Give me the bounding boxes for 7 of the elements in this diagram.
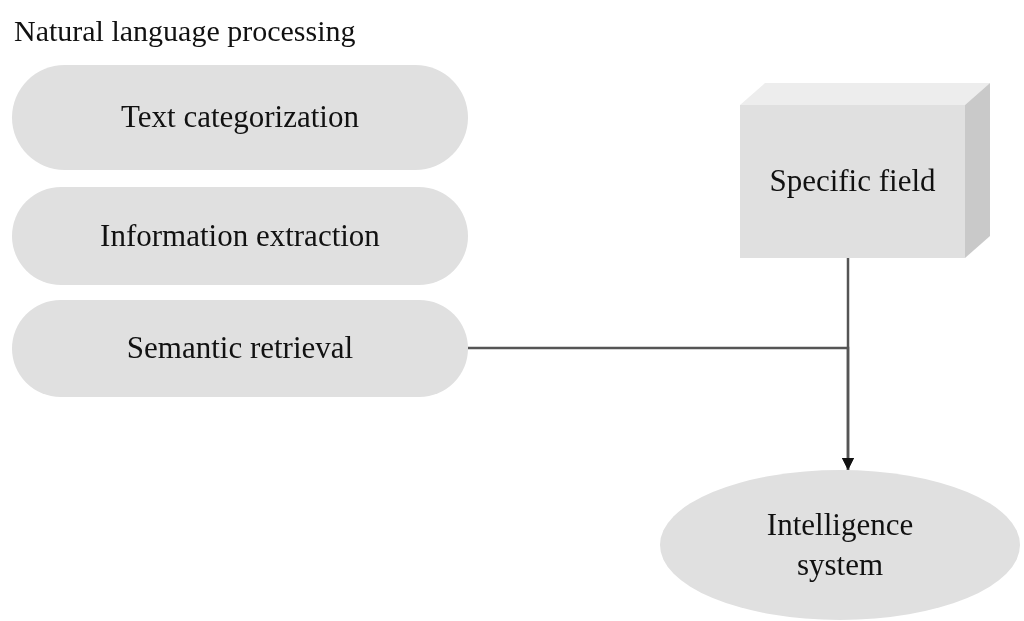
node-label: Specific field — [769, 162, 936, 201]
connector-arrow — [841, 258, 855, 470]
group-heading: Natural language processing — [14, 14, 356, 48]
node-label: Information extraction — [100, 216, 380, 255]
node-label: Text categorization — [121, 98, 359, 137]
node-label: Intelligence system — [765, 505, 915, 584]
node-label: Semantic retrieval — [126, 329, 354, 368]
